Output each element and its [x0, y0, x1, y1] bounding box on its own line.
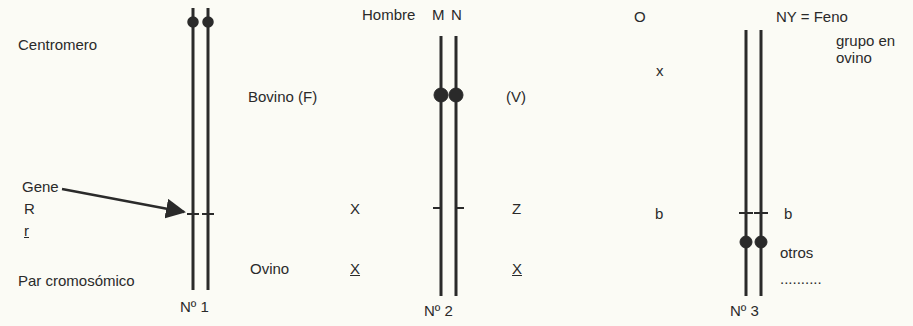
label: grupo en ovino — [836, 32, 898, 66]
gene-mark — [739, 212, 753, 214]
centromere — [434, 88, 448, 102]
centromere — [740, 236, 752, 248]
gene-mark — [433, 207, 441, 209]
label: M — [432, 6, 445, 23]
label: b — [655, 205, 663, 222]
label: Nº 2 — [424, 302, 453, 319]
leader-arrow — [62, 189, 184, 212]
label: R — [24, 200, 35, 217]
label: Gene — [22, 178, 59, 195]
gene-mark — [202, 213, 214, 215]
label: Bovino (F) — [248, 88, 317, 105]
gene-mark — [754, 212, 768, 214]
centromere — [203, 17, 213, 27]
label: N — [451, 6, 462, 23]
centromere — [188, 17, 198, 27]
label: Centromero — [18, 36, 97, 53]
label: X — [512, 260, 522, 277]
label: b — [784, 205, 792, 222]
chromosome — [440, 36, 443, 296]
label: Z — [512, 200, 521, 217]
label: X — [350, 200, 360, 217]
label: x — [656, 62, 664, 79]
label: Nº 1 — [180, 298, 209, 315]
label: Par cromosómico — [18, 272, 135, 289]
chromosome — [192, 8, 195, 290]
chromosome — [207, 8, 210, 290]
label: (V) — [506, 88, 526, 105]
centromere — [755, 236, 767, 248]
gene-mark — [456, 207, 464, 209]
centromere — [449, 88, 463, 102]
gene-mark — [187, 213, 199, 215]
label: NY = Feno — [776, 8, 848, 25]
label: Hombre — [362, 6, 415, 23]
label: O — [634, 8, 646, 25]
chromosome — [760, 30, 763, 296]
label: r — [24, 222, 29, 239]
label: Nº 3 — [730, 302, 759, 319]
label: .......... — [780, 270, 822, 287]
chromosome — [455, 36, 458, 296]
label: otros — [780, 244, 813, 261]
chromosome — [745, 30, 748, 296]
label: X — [350, 260, 360, 277]
label: Ovino — [250, 260, 289, 277]
